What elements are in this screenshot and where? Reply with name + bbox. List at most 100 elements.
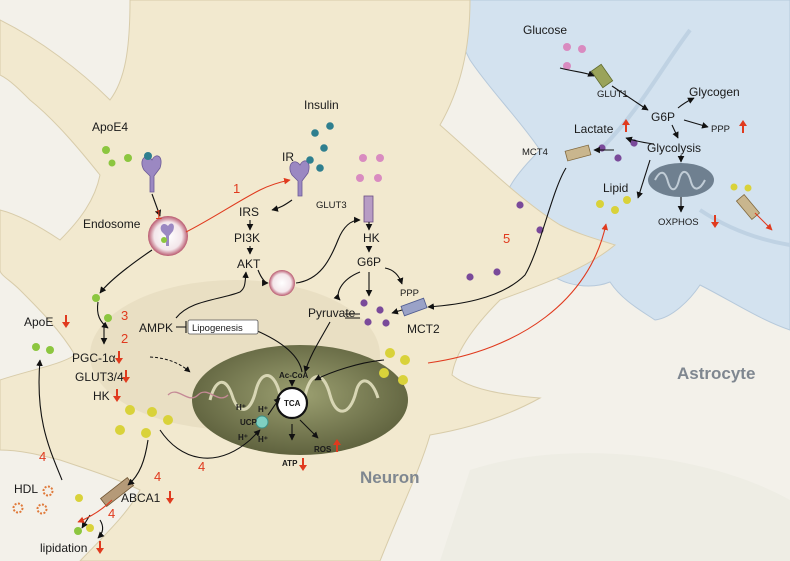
ucp-channel <box>255 415 269 429</box>
label-ucp: UCP <box>240 418 258 427</box>
arrow-glut1-to-g6p <box>611 85 649 111</box>
dna-strand <box>167 391 229 399</box>
endosome-receptor-icon <box>160 223 174 246</box>
arrow-lactate-shuttle <box>427 167 567 310</box>
astrocyte-process-top <box>598 28 692 152</box>
label-hk-neuron: HK <box>363 231 380 245</box>
lipogenesis-box <box>187 319 259 335</box>
arrow-lipid-to-abca1 <box>127 439 149 486</box>
label-lipidation: lipidation <box>40 541 87 555</box>
label-pi3k: PI3K <box>234 231 260 245</box>
indicator-abca1-down-icon <box>166 491 174 504</box>
label-glycolysis: Glycolysis <box>647 141 701 155</box>
label-lipogenesis: Lipogenesis <box>192 323 243 334</box>
arrow-ucp-proton <box>267 397 281 416</box>
label-g6p-astrocyte: G6P <box>651 110 675 124</box>
label-glut34: GLUT3/4 <box>75 370 124 384</box>
arrow-pyruvate-to-accoa <box>303 321 331 373</box>
indicator-glut34-down-icon <box>122 370 130 383</box>
red-arrow-abca1-to-hdl <box>77 499 113 523</box>
arrow-tca-to-ros <box>299 419 319 439</box>
arrow-pyruvate-lactate-equilibrium <box>345 313 360 319</box>
astrocyte-process-right <box>698 208 790 247</box>
arrow-glycolysis-to-lactate <box>625 136 655 145</box>
astrocyte-mito-cristae <box>654 171 706 191</box>
apoe4-molecules <box>102 146 152 167</box>
step-4-lipidation: 4 <box>108 506 115 521</box>
label-pyruvate: Pyruvate <box>308 306 356 320</box>
arrow-g6p-to-pyruvate <box>333 271 361 301</box>
label-hdl: HDL <box>14 482 38 496</box>
label-glut1: GLUT1 <box>597 89 628 100</box>
insulin-receptor-icon <box>289 160 310 197</box>
label-irs: IRS <box>239 205 259 219</box>
arrow-g6p-to-ppp-astro <box>683 119 709 129</box>
indicator-ppp-up-icon <box>739 120 747 133</box>
label-mct2: MCT2 <box>407 322 440 336</box>
step-4-abca1: 4 <box>154 469 161 484</box>
indicator-lactate-up-icon <box>622 119 630 132</box>
label-ppp-astrocyte: PPP <box>711 124 730 135</box>
indicator-hk-down-icon <box>113 389 121 402</box>
label-proton-1: H⁺ <box>236 403 246 412</box>
label-ppp-neuron: PPP <box>400 288 419 299</box>
background-blob-bottom-right <box>440 453 790 561</box>
red-arrow-lipid-to-astrocyte <box>427 223 609 364</box>
label-endosome: Endosome <box>83 217 141 231</box>
arrow-apoe4-to-endosome <box>151 193 162 217</box>
label-proton-3: H⁺ <box>238 433 248 442</box>
inhibit-lipogenesis-accoa <box>254 329 303 373</box>
insulin-molecules <box>306 122 334 172</box>
arrow-lipidation-to-label <box>97 519 105 539</box>
arrow-endosome-to-apoe <box>99 249 153 294</box>
arrow-glucose-to-glut1 <box>559 67 595 77</box>
neuron-body <box>0 0 617 561</box>
arrow-endosome-to-ampk <box>96 301 109 329</box>
arrow-apoe-outflow <box>36 359 63 481</box>
cell-label-neuron: Neuron <box>360 468 420 487</box>
inhibit-ampk-lipogenesis <box>176 321 187 333</box>
indicator-pgc1a-down-icon <box>115 351 123 364</box>
label-proton-4: H⁺ <box>258 435 268 444</box>
label-ir: IR <box>282 150 294 164</box>
arrow-mct2-into-neuron <box>391 308 403 315</box>
label-oxphos: OXPHOS <box>658 217 699 228</box>
mct4-transporter-icon <box>564 144 592 162</box>
label-akt: AKT <box>237 257 261 271</box>
mct2-transporter-icon <box>400 297 428 317</box>
glut1-transporter-icon <box>590 63 614 89</box>
indicator-oxphos-down-icon <box>711 215 719 228</box>
arrow-g6p-to-glycogen <box>677 97 695 109</box>
arrow-ampk-to-akt <box>175 271 249 319</box>
step-3: 3 <box>121 308 128 323</box>
step-5: 5 <box>503 231 510 246</box>
endosome-secondary <box>269 270 295 296</box>
label-lactate: Lactate <box>574 122 614 136</box>
step-4-apoe: 4 <box>39 449 46 464</box>
label-proton-2: H⁺ <box>258 405 268 414</box>
dashed-pgc1a-to-mito <box>149 356 191 373</box>
label-insulin: Insulin <box>304 98 339 112</box>
label-mct4: MCT4 <box>522 147 548 158</box>
lipid-droplets <box>75 183 752 532</box>
step-1-endosome: 1 <box>155 207 162 222</box>
label-glut3: GLUT3 <box>316 200 347 211</box>
arrow-ir-to-irs <box>271 199 293 212</box>
arrow-neuron-lipid-to-mito <box>314 359 385 381</box>
label-g6p-neuron: G6P <box>357 255 381 269</box>
astrocyte-efflux-transporter-icon <box>735 194 761 220</box>
glut3-transporter-icon <box>363 195 374 223</box>
red-arrow-endosome-to-ir <box>185 177 291 233</box>
indicator-atp-down-icon <box>299 458 307 471</box>
step-2: 2 <box>121 331 128 346</box>
arrow-lipid-to-mito <box>159 429 261 459</box>
label-atp: ATP <box>282 459 298 468</box>
indicator-ros-up-icon <box>333 439 341 452</box>
arrow-g6p-to-glycolysis <box>671 124 679 139</box>
step-4-mito: 4 <box>198 459 205 474</box>
arrow-akt-to-glut3-endosome <box>257 269 269 287</box>
label-lipid: Lipid <box>603 181 628 195</box>
label-ampk: AMPK <box>139 321 173 335</box>
label-accoa: Ac-CoA <box>279 371 309 380</box>
